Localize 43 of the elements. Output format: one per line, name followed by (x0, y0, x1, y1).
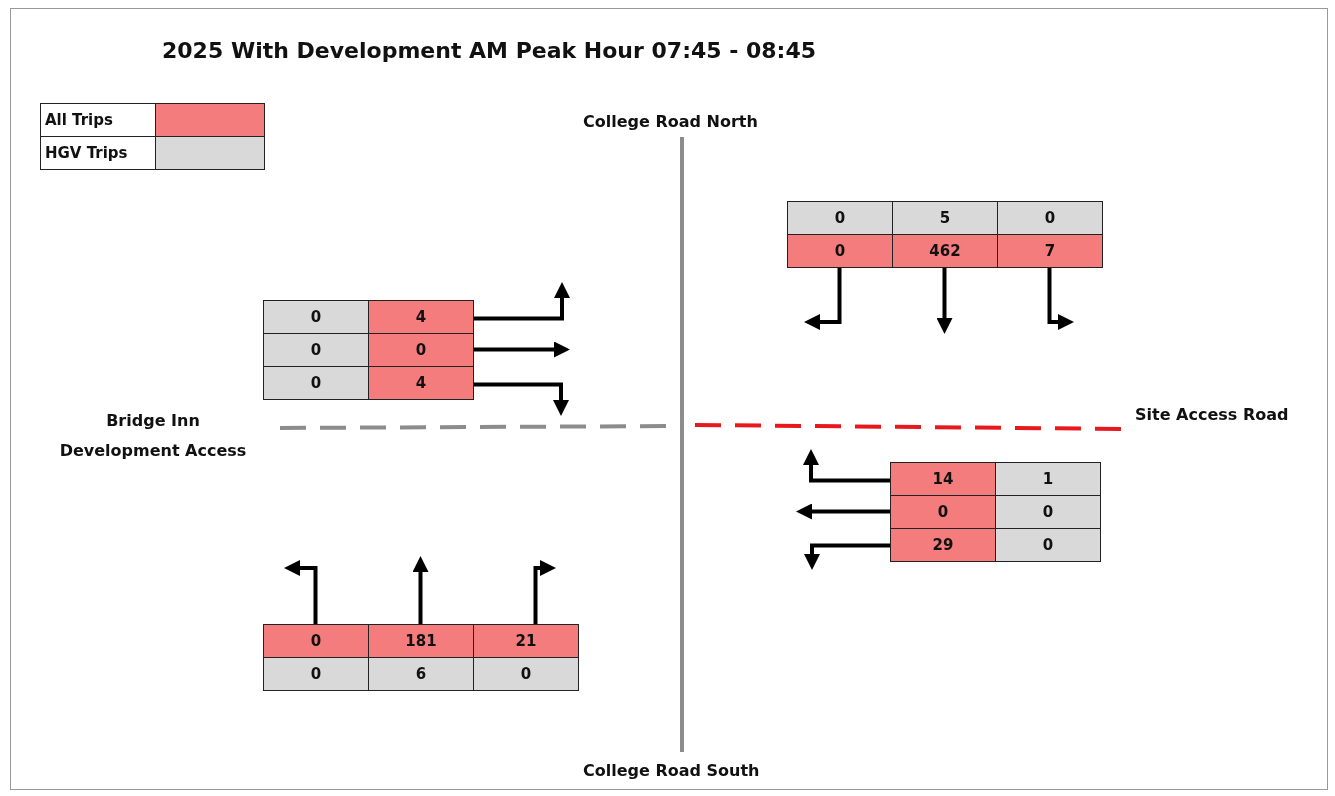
turn-arrow (473, 282, 570, 321)
count-cell: 0 (995, 528, 1101, 562)
legend-label: All Trips (40, 103, 156, 137)
count-cell: 0 (263, 366, 369, 400)
count-cell: 462 (892, 234, 998, 268)
count-cell: 0 (263, 333, 369, 367)
title: 2025 With Development AM Peak Hour 07:45 - 08:45 (162, 38, 817, 63)
count-cell: 14 (890, 462, 996, 496)
count-cell: 181 (368, 624, 474, 658)
count-cell: 0 (263, 624, 369, 658)
count-cell: 4 (368, 366, 474, 400)
road-name-label: Site Access Road (1135, 405, 1289, 424)
count-cell: 0 (787, 234, 893, 268)
road-name-label: Bridge Inn Development Access (58, 410, 248, 462)
turn-arrow (804, 267, 842, 330)
road-name-label: College Road North (583, 112, 758, 131)
turn-arrow (804, 543, 890, 570)
road-name-label: College Road South (583, 761, 760, 780)
count-cell: 1 (995, 462, 1101, 496)
count-cell: 0 (263, 300, 369, 334)
turn-arrow (803, 449, 890, 483)
turn-arrow (284, 560, 318, 624)
count-cell: 0 (890, 495, 996, 529)
count-cell: 6 (368, 657, 474, 691)
count-cell: 29 (890, 528, 996, 562)
turn-arrow (796, 503, 890, 520)
turn-arrow (412, 556, 429, 624)
legend-label: HGV Trips (40, 136, 156, 170)
turn-arrow (473, 341, 570, 358)
count-cell: 0 (995, 495, 1101, 529)
count-cell: 0 (263, 657, 369, 691)
count-cell: 5 (892, 201, 998, 235)
count-cell: 0 (997, 201, 1103, 235)
count-cell: 7 (997, 234, 1103, 268)
count-cell: 0 (473, 657, 579, 691)
count-cell: 21 (473, 624, 579, 658)
turn-arrow (473, 382, 569, 416)
count-cell: 4 (368, 300, 474, 334)
turn-arrow (533, 560, 556, 624)
turn-arrow (936, 267, 953, 334)
turn-arrow (1047, 267, 1074, 330)
count-cell: 0 (787, 201, 893, 235)
count-cell: 0 (368, 333, 474, 367)
